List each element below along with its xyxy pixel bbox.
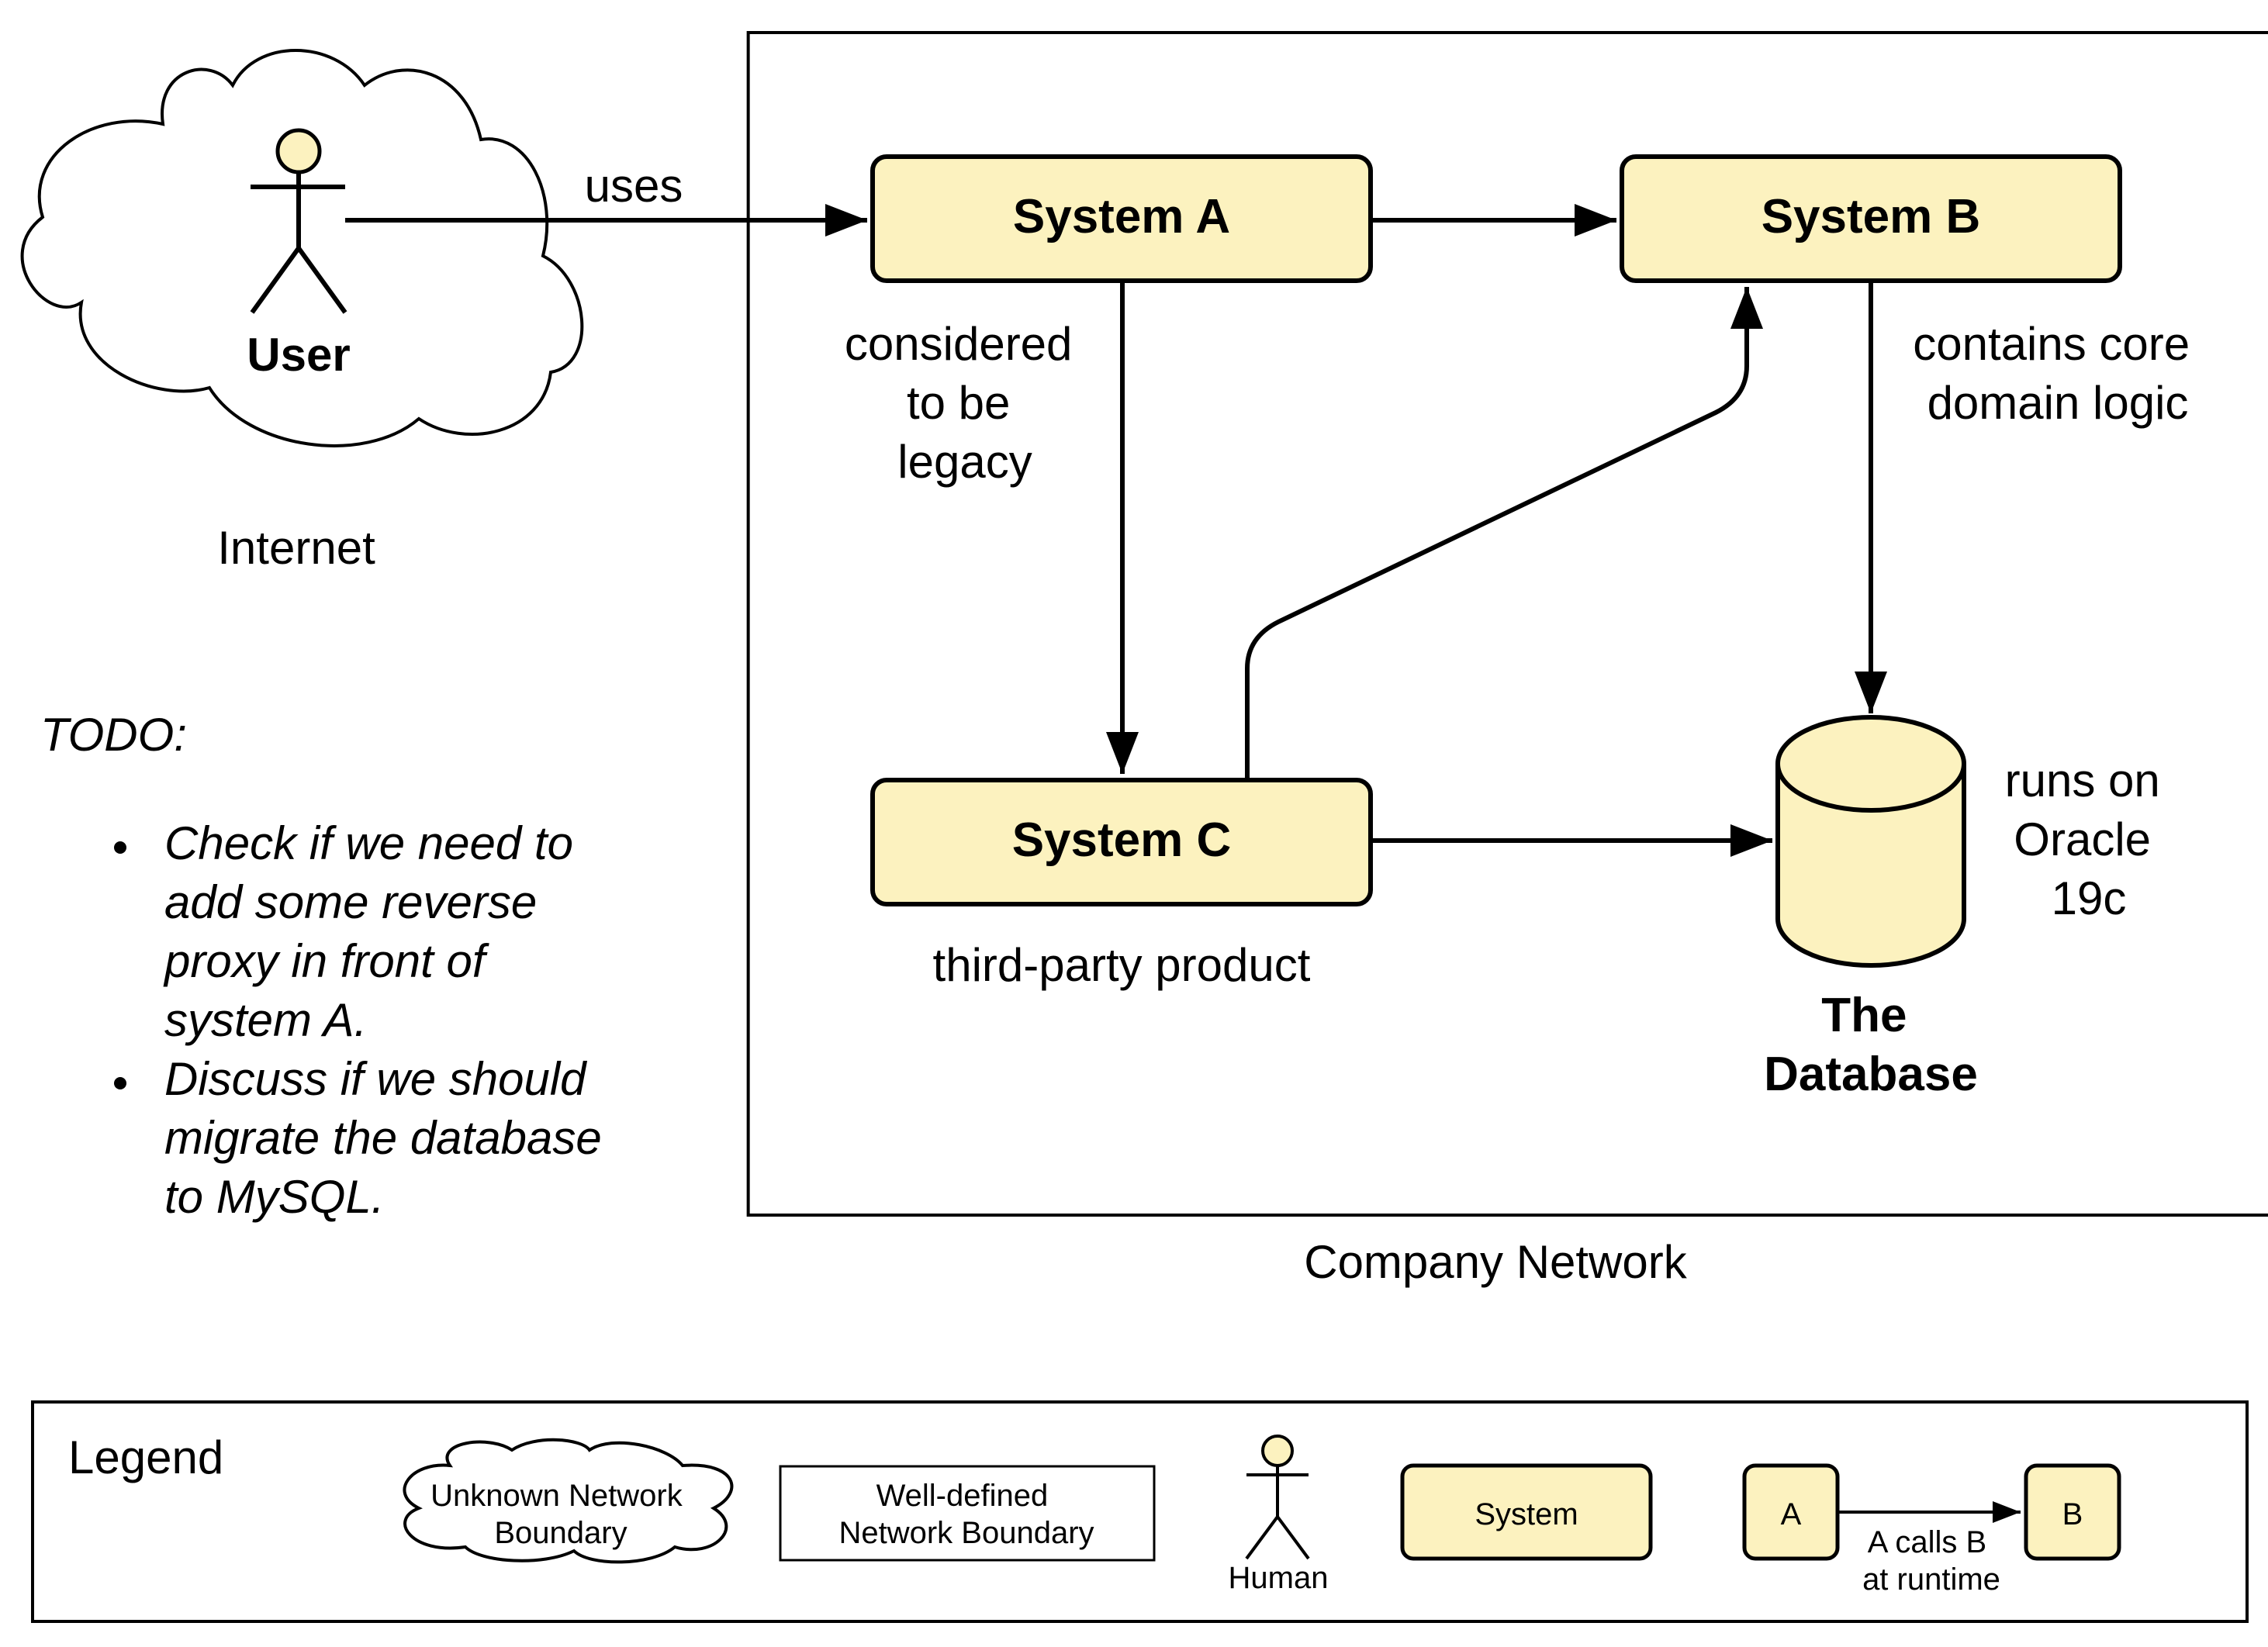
database-icon[interactable]	[1775, 715, 1966, 968]
system-b-label: System B	[1762, 190, 1981, 243]
legend-title: Legend	[68, 1431, 223, 1483]
todo-notes: TODO: Check if we need to add some rever…	[40, 709, 614, 1223]
legend-system-label: System	[1475, 1497, 1578, 1531]
user-label: User	[247, 329, 350, 381]
todo-item-1: Check if we need to add some reverse pro…	[163, 817, 586, 1046]
legend-b-box	[2024, 1463, 2121, 1561]
legend-frame	[31, 1400, 2249, 1623]
database-note: runs on Oracle 19c	[2005, 754, 2173, 924]
legend-b-label: B	[2062, 1497, 2083, 1531]
legend-a-label: A	[1781, 1497, 1802, 1531]
uses-label: uses	[585, 160, 683, 212]
legend-cloud-label: Unknown Network Boundary	[430, 1479, 691, 1550]
legend-cloud-icon	[403, 1438, 734, 1564]
todo-bullet	[114, 1077, 126, 1089]
system-c-node[interactable]: System C	[870, 778, 1373, 906]
todo-item-2: Discuss if we should migrate the databas…	[164, 1053, 614, 1223]
user-actor-icon	[250, 128, 347, 314]
system-c-label: System C	[1012, 813, 1232, 867]
system-b-node[interactable]: System B	[1620, 154, 2122, 283]
legend-network-boundary-label: Well-defined Network Boundary	[838, 1479, 1094, 1550]
system-b-note: contains core domain logic	[1913, 318, 2203, 429]
system-c-note: third-party product	[933, 939, 1311, 991]
system-a-node[interactable]: System A	[870, 154, 1373, 283]
legend-human-label: Human	[1229, 1561, 1329, 1595]
company-network-label: Company Network	[1304, 1236, 1688, 1288]
company-network-boundary	[746, 31, 2268, 1217]
internet-cloud-boundary	[20, 49, 584, 447]
database-label: The Database	[1764, 989, 1978, 1101]
legend-system-icon	[1400, 1463, 1653, 1561]
system-a-note: considered to be legacy	[845, 318, 1085, 488]
legend-human-icon	[1245, 1435, 1310, 1560]
system-a-label: System A	[1013, 190, 1230, 243]
legend-network-boundary-icon	[779, 1465, 1156, 1562]
legend: Legend Unknown Network Boundary Well-def…	[31, 1400, 2249, 1623]
todo-bullet	[114, 841, 126, 854]
internet-label: Internet	[217, 522, 375, 574]
c-to-b-arrow	[1245, 287, 1763, 780]
todo-heading: TODO:	[40, 709, 187, 761]
legend-call-label: A calls B at runtime	[1862, 1525, 2000, 1597]
